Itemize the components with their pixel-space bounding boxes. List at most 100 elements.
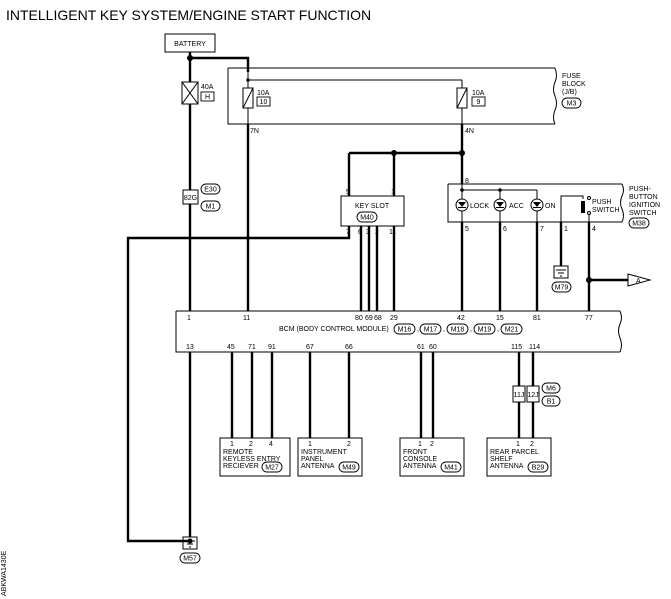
- jc2-conn-bottom: B1: [547, 399, 556, 406]
- bcm-pin: 71: [248, 344, 256, 351]
- rke-l3: RECIEVER: [223, 463, 259, 470]
- battery-label: BATTERY: [174, 41, 206, 48]
- jc2-b: 12J: [527, 392, 538, 399]
- ip-ant-l2: PANEL: [301, 456, 324, 463]
- bcm-conn: M17: [424, 327, 438, 334]
- fuse-block-l2: BLOCK: [562, 81, 586, 88]
- fuse-right-pin: 4N: [465, 128, 474, 135]
- joint-pin: 82G: [184, 195, 197, 202]
- bcm-pin: 11: [243, 315, 250, 322]
- bcm-pin: 13: [186, 344, 194, 351]
- bcm-pin: 42: [457, 315, 465, 322]
- push-switch-pin: 5: [465, 226, 469, 233]
- rp-ant-l3: ANTENNA: [490, 463, 524, 470]
- joint-conn-bottom: M1: [206, 204, 216, 211]
- wire-ground-loop: [126, 226, 351, 543]
- bcm-pin: 61: [417, 344, 425, 351]
- key-slot-pin: 11: [389, 229, 396, 236]
- push-switch-label-2: SWITCH: [592, 207, 620, 214]
- fc-ant-pin: 1: [418, 441, 422, 448]
- rp-ant-l2: SHELF: [490, 456, 513, 463]
- fuse-right-number: 9: [477, 99, 481, 106]
- wire: [190, 56, 250, 72]
- key-slot-pin: 5: [346, 189, 350, 196]
- ground-m57-conn: M57: [183, 556, 197, 563]
- push-switch-l3: IGNITION: [629, 202, 660, 209]
- bcm-pin: 68: [374, 315, 382, 322]
- rear-parcel-shelf-antenna-box: [486, 437, 552, 477]
- ip-ant-l3: ANTENNA: [301, 463, 335, 470]
- bcm-outline: [175, 310, 620, 353]
- rp-ant-pin: 2: [530, 441, 534, 448]
- fc-ant-conn: M41: [444, 465, 458, 472]
- bcm-pin: 81: [533, 315, 541, 322]
- acc-indicator-icon: [493, 198, 507, 212]
- rke-pin: 4: [269, 441, 273, 448]
- ground-m79-conn: M79: [555, 285, 569, 292]
- joint-conn-top: E30: [204, 187, 217, 194]
- rp-ant-l1: REAR PARCEL: [490, 449, 539, 456]
- sep: ,: [417, 326, 419, 333]
- ip-ant-conn: M49: [342, 465, 356, 472]
- sep: ,: [470, 326, 472, 333]
- push-switch-label-1: PUSH: [592, 199, 611, 206]
- fc-ant-l1: FRONT: [403, 449, 428, 456]
- acc-label: ACC: [509, 203, 524, 210]
- arrow-label: A: [636, 278, 641, 285]
- fuse-left-rating: 10A: [257, 90, 270, 97]
- push-switch-l4: SWITCH: [629, 210, 657, 217]
- fuse-block-l3: (J/B): [562, 89, 577, 96]
- fuse-left-pin: 7N: [250, 128, 259, 135]
- rp-ant-pin: 1: [516, 441, 520, 448]
- push-switch-conn: M38: [632, 221, 646, 228]
- key-slot-conn: M40: [360, 215, 374, 222]
- ip-ant-pin: 1: [308, 441, 312, 448]
- rke-l2: KEYLESS ENTRY: [223, 456, 281, 463]
- fuse-right-rating: 10A: [472, 90, 485, 97]
- fc-ant-l2: CONSOLE: [403, 456, 438, 463]
- fuse-left-number: 10: [260, 99, 268, 106]
- push-switch-l2: BUTTON: [629, 194, 658, 201]
- bcm-pin: 67: [306, 344, 314, 351]
- bcm-pin: 15: [496, 315, 504, 322]
- diagram-title: INTELLIGENT KEY SYSTEM/ENGINE START FUNC…: [6, 7, 371, 23]
- bcm-label: BCM (BODY CONTROL MODULE): [279, 326, 389, 333]
- connector-arrow-icon: [627, 273, 652, 287]
- ip-ant-pin: 2: [347, 441, 351, 448]
- fuse-block-outline: [227, 67, 555, 125]
- push-switch-pin: 1: [564, 226, 568, 233]
- lock-label: LOCK: [470, 203, 489, 210]
- push-switch-pin: 6: [503, 226, 507, 233]
- bcm-conn: M21: [505, 327, 519, 334]
- bcm-pin: 29: [390, 315, 398, 322]
- key-slot-pin: 1: [391, 189, 395, 196]
- push-switch-outline: [447, 183, 622, 223]
- jc2-conn-top: M6: [546, 386, 556, 393]
- key-slot-label: KEY SLOT: [355, 203, 390, 210]
- rke-pin: 2: [249, 441, 253, 448]
- on-label: ON: [545, 203, 556, 210]
- fuse-block-l1: FUSE: [562, 73, 581, 80]
- push-switch-pin: 8: [465, 178, 469, 185]
- rke-conn: M27: [265, 465, 279, 472]
- push-switch-contact-icon: [560, 195, 591, 222]
- fc-ant-l3: ANTENNA: [403, 463, 437, 470]
- fusible-link-id: H: [205, 94, 210, 101]
- jc2-a: 11J: [514, 392, 525, 399]
- bcm-pin: 45: [227, 344, 235, 351]
- rke-l1: REMOTE: [223, 449, 253, 456]
- fc-ant-pin: 2: [430, 441, 434, 448]
- rp-ant-conn: B29: [532, 465, 545, 472]
- sep: ,: [497, 326, 499, 333]
- rke-pin: 1: [230, 441, 234, 448]
- ground-icon: [553, 265, 569, 279]
- lock-indicator-icon: [455, 198, 469, 212]
- push-switch-pin: 7: [540, 226, 544, 233]
- figure-code: ABKWA1430E: [1, 550, 8, 596]
- front-console-antenna-box: [399, 437, 465, 477]
- bcm-pin: 114: [529, 344, 540, 351]
- bcm-pin: 1: [187, 315, 191, 322]
- push-switch-pin: 4: [592, 226, 596, 233]
- sep: ,: [443, 326, 445, 333]
